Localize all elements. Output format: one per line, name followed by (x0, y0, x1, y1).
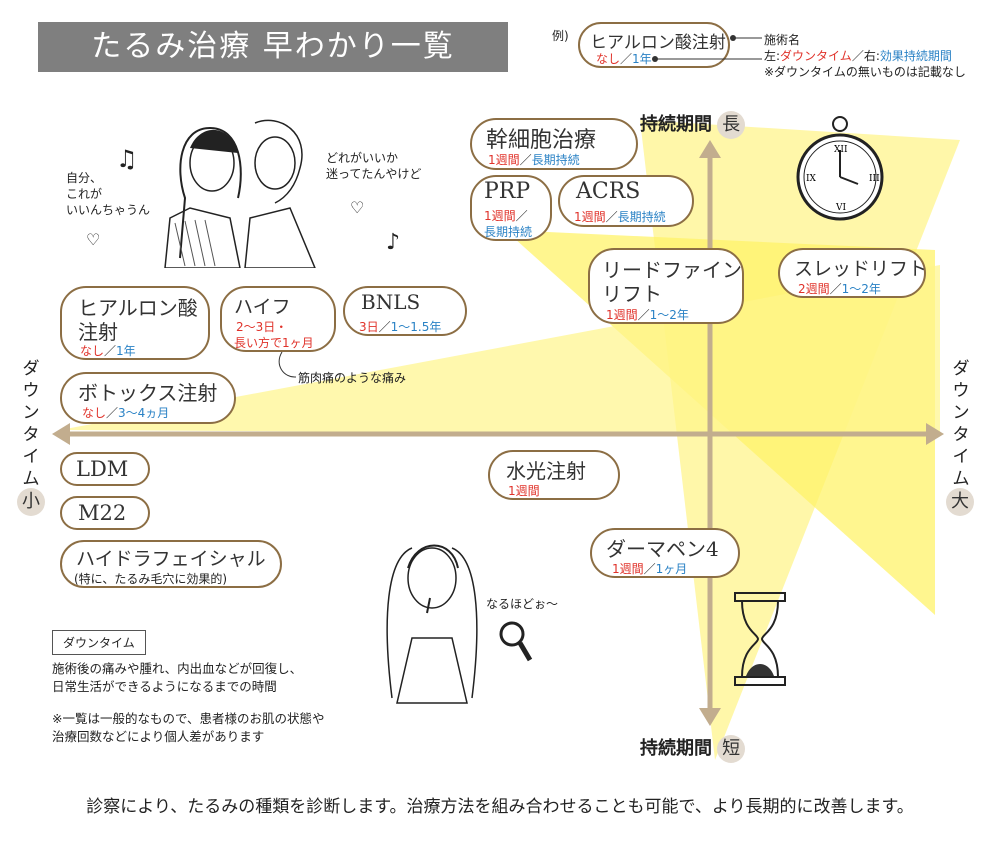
heart-icon-2: ♡ (350, 198, 365, 217)
axis-left-char-wrap: 小 (17, 488, 45, 516)
pill-botox: ボトックス注射 なし／3〜4ヵ月 (60, 372, 236, 424)
pill-acrs: ACRS 1週間／長期持続 (558, 175, 694, 227)
svg-text:IX: IX (806, 174, 817, 184)
definition-note: ※一覧は一般的なもので、患者様のお肌の状態や治療回数などにより個人差があります (52, 711, 325, 744)
legend-connectors (730, 35, 762, 41)
pill-thread-lift: スレッドリフト 2週間／1〜2年 (778, 248, 927, 298)
axis-left-char: 小 (17, 488, 45, 516)
pill-lead-fine-lift: リードファイン リフト 1週間／1〜2年 (588, 248, 744, 324)
music-note-icon: ♫ (116, 145, 138, 173)
pill-hydrafacial: ハイドラフェイシャル (特に、たるみ毛穴に効果的) (60, 540, 282, 588)
legend-label-name: 施術名 (764, 33, 801, 47)
legend-sample-duration: 1年 (632, 52, 652, 66)
pill-prp: PRP 1週間／ 長期持続 (470, 175, 552, 241)
heart-icon: ♡ (86, 230, 101, 249)
hifu-note: 筋肉痛のような痛み (298, 371, 407, 385)
music-note-icon-2: ♪ (386, 230, 401, 255)
axis-left-label: ダウンタイム (22, 359, 40, 489)
magnifier-icon (499, 621, 533, 662)
legend-label-line: 左:ダウンタイム／右:効果持続期間 (764, 49, 952, 63)
definition-label: ダウンタイム (52, 630, 146, 655)
pill-hyaluronic: ヒアルロン酸 注射 なし／1年 (60, 286, 210, 360)
legend-connector-bottom (652, 56, 762, 62)
axis-top-label: 持続期間 長 (640, 110, 746, 139)
pill-hifu: ハイフ 2〜3日・ 長い方で1ヶ月 (220, 286, 336, 352)
axis-bottom-label: 持続期間 短 (640, 734, 746, 763)
right-arrow-head (926, 423, 944, 445)
hifu-note-connector (278, 351, 297, 378)
speech-left: 自分、これがいいんちゃうん (66, 171, 151, 217)
pill-ldm: LDM (60, 452, 150, 486)
svg-text:III: III (869, 174, 880, 184)
legend-sample-down: なし (596, 52, 621, 66)
thinking-woman-illustration (386, 544, 478, 704)
axis-top-char: 長 (717, 111, 746, 139)
definition-text: 施術後の痛みや腫れ、内出血などが回復し、日常生活ができるようになるまでの時間 (52, 661, 303, 694)
page-title: たるみ治療 早わかり一覧 (38, 22, 508, 72)
axis-right-char: 大 (946, 488, 974, 516)
pill-bnls: BNLS 3日／1〜1.5年 (343, 286, 467, 336)
footer-text: 診察により、たるみの種類を診断します。治療方法を組み合わせることも可能で、より長… (86, 797, 914, 817)
top-arrow-head (699, 140, 721, 158)
pill-dermapen: ダーマペン4 1週間／1ヶ月 (590, 528, 740, 578)
hourglass-icon (734, 592, 786, 686)
left-arrow-head (52, 423, 70, 445)
legend-note: ※ダウンタイムの無いものは記載なし (764, 65, 966, 79)
axis-right-char-wrap: 大 (946, 488, 974, 516)
legend-sample-name: ヒアルロン酸注射 (590, 33, 726, 53)
pill-m22: M22 (60, 496, 150, 530)
axis-right-label: ダウンタイム (952, 359, 970, 489)
speech-bottom: なるほどぉ〜 (486, 597, 559, 611)
svg-text:VI: VI (835, 203, 846, 213)
bottom-arrow-head (699, 708, 721, 726)
pill-suiko: 水光注射 1週間 (488, 450, 620, 500)
speech-right: どれがいいか迷ってたんやけど (326, 151, 422, 181)
legend-prefix: 例) (552, 29, 569, 43)
svg-text:XII: XII (834, 145, 848, 155)
pocket-watch-icon: XII III VI IX (796, 116, 884, 221)
two-women-illustration (164, 119, 316, 268)
axis-bottom-char: 短 (717, 735, 746, 763)
pill-stem-cell: 幹細胞治療 1週間／長期持続 (470, 118, 638, 170)
